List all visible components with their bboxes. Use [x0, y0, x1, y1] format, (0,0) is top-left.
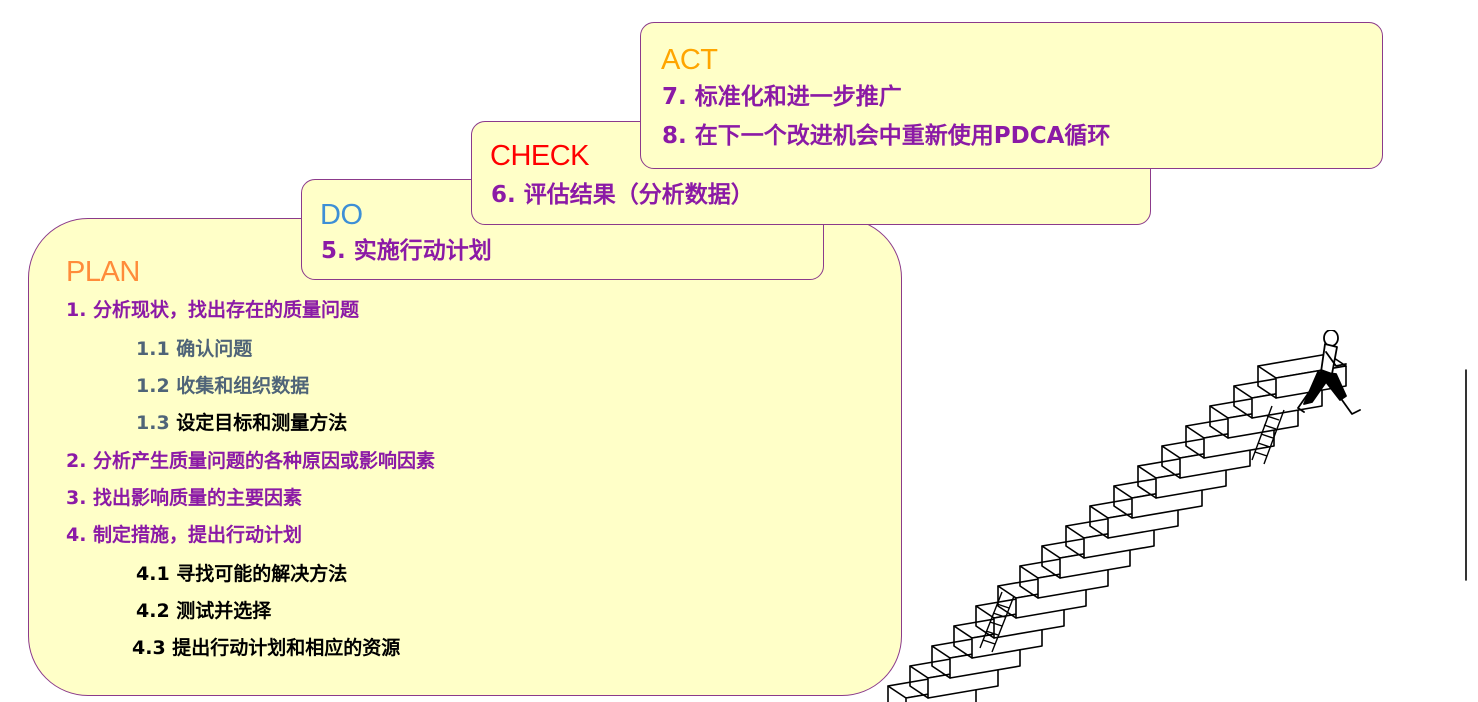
plan-subitem-4-1: 4.1 寻找可能的解决方法 — [136, 563, 348, 585]
plan-item-4: 4. 制定措施，提出行动计划 — [66, 524, 303, 546]
plan-subitem-1-1: 1.1 确认问题 — [136, 338, 253, 360]
plan-subitem-1-3: 1.3 设定目标和测量方法 — [136, 414, 347, 433]
act-item-8: 8. 在下一个改进机会中重新使用PDCA循环 — [662, 123, 1111, 149]
check-title: CHECK — [490, 140, 590, 172]
act-box — [640, 22, 1383, 169]
climbing-person-icon — [1297, 330, 1361, 415]
plan-subitem-4-2: 4.2 测试并选择 — [136, 600, 272, 622]
ladder-lower — [979, 591, 1015, 653]
plan-box — [28, 218, 902, 696]
plan-title: PLAN — [66, 256, 140, 288]
plan-subitem-1-2: 1.2 收集和组织数据 — [136, 375, 310, 397]
plan-subitem-1-3-text: 设定目标和测量方法 — [176, 412, 348, 434]
act-title: ACT — [661, 44, 718, 76]
do-item-5: 5. 实施行动计划 — [321, 238, 492, 264]
plan-item-1: 1. 分析现状，找出存在的质量问题 — [66, 299, 360, 321]
ladder-upper — [1251, 405, 1285, 465]
check-item-6: 6. 评估结果（分析数据） — [491, 182, 754, 208]
plan-subitem-1-3-number: 1.3 — [136, 412, 170, 434]
plan-item-3: 3. 找出影响质量的主要因素 — [66, 487, 303, 509]
act-item-7: 7. 标准化和进一步推广 — [662, 84, 902, 110]
do-title: DO — [320, 199, 363, 231]
plan-subitem-4-3: 4.3 提出行动计划和相应的资源 — [132, 637, 401, 659]
stairs-illustration — [887, 330, 1467, 702]
plan-item-2: 2. 分析产生质量问题的各种原因或影响因素 — [66, 450, 436, 472]
